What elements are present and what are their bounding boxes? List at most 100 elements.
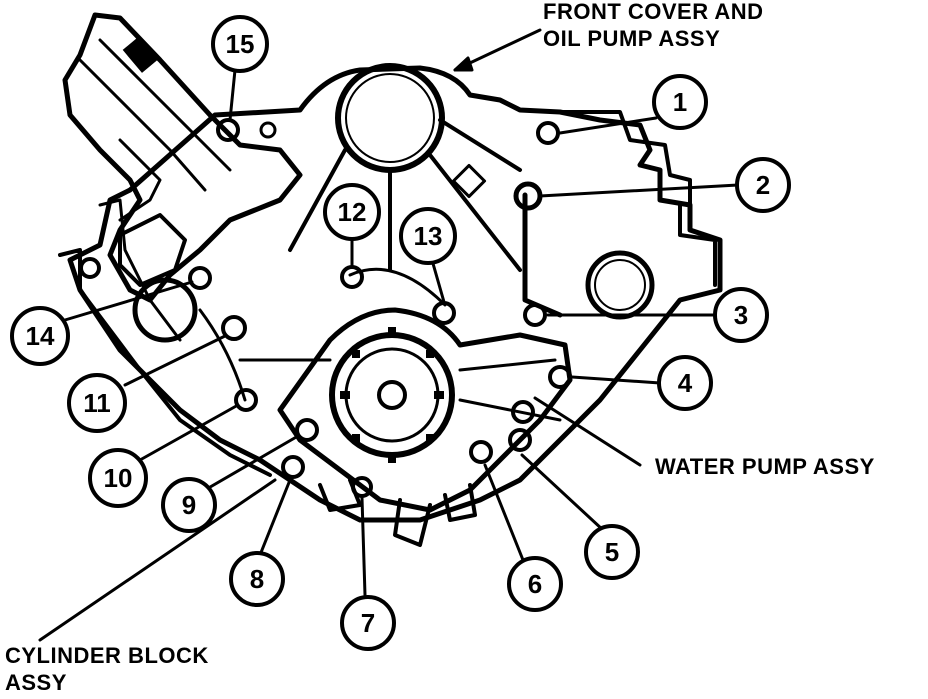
callout-6: 6 bbox=[507, 556, 563, 612]
block-left-inner-edge bbox=[98, 198, 182, 342]
leader-14 bbox=[63, 280, 194, 322]
callout-5: 5 bbox=[584, 524, 640, 580]
callout-markers: 1 2 3 4 5 6 7 8 bbox=[10, 15, 791, 651]
upper-bore bbox=[335, 63, 445, 173]
right-bore-inner bbox=[594, 259, 646, 311]
callout-10-number: 10 bbox=[104, 463, 133, 493]
block-left-edge bbox=[58, 248, 272, 477]
right-bore bbox=[585, 250, 655, 320]
left-bore bbox=[132, 277, 198, 343]
leader-8 bbox=[258, 478, 292, 557]
callout-2-number: 2 bbox=[756, 170, 770, 200]
pump-hub-mid bbox=[344, 347, 440, 443]
callout-3-number: 3 bbox=[734, 300, 748, 330]
callout-10: 10 bbox=[88, 448, 148, 508]
bolt-boss-7 bbox=[351, 476, 373, 498]
diamond-detail bbox=[451, 163, 487, 199]
callout-15-number: 15 bbox=[226, 29, 255, 59]
upper-bore-inner bbox=[345, 73, 435, 163]
rib-top-right bbox=[438, 118, 522, 172]
callout-13: 13 bbox=[399, 207, 457, 265]
sensor-cap bbox=[122, 37, 158, 73]
callout-11-number: 11 bbox=[83, 388, 111, 418]
sensor-housing-detail-2 bbox=[98, 38, 232, 172]
leader-11 bbox=[123, 334, 227, 387]
callout-12-number: 12 bbox=[338, 197, 367, 227]
bolt-boss-12 bbox=[340, 265, 364, 289]
front-cover-outline bbox=[67, 65, 723, 523]
bolt-boss-6 bbox=[469, 440, 493, 464]
leader-7 bbox=[360, 496, 367, 597]
callout-4: 4 bbox=[657, 355, 713, 411]
callout-8-number: 8 bbox=[250, 564, 264, 594]
leader-10 bbox=[138, 403, 240, 462]
small-plug bbox=[79, 257, 101, 279]
bolt-boss-11 bbox=[221, 315, 247, 341]
callout-13-number: 13 bbox=[414, 221, 443, 251]
bolt-boss-14 bbox=[188, 266, 212, 290]
block-right-profile bbox=[558, 110, 692, 207]
leader-5 bbox=[520, 453, 605, 532]
upper-pump-arc bbox=[348, 267, 447, 307]
bolt-bosses bbox=[188, 118, 572, 498]
pump-hub-center bbox=[377, 380, 407, 410]
text-labels: FRONT COVER AND OIL PUMP ASSY WATER PUMP… bbox=[5, 0, 875, 695]
leader-4 bbox=[570, 375, 662, 385]
front-cover-label-line1: FRONT COVER AND bbox=[543, 0, 764, 24]
callout-3: 3 bbox=[713, 287, 769, 343]
callout-12: 12 bbox=[323, 183, 381, 241]
callout-14-number: 14 bbox=[26, 321, 55, 351]
front-cover-label-line2: OIL PUMP ASSY bbox=[543, 26, 720, 51]
bolt-boss-1 bbox=[536, 121, 560, 145]
sensor-bracket bbox=[118, 213, 187, 287]
water-pump-housing bbox=[277, 307, 573, 513]
callout-1-number: 1 bbox=[673, 87, 687, 117]
leader-lines bbox=[38, 28, 740, 642]
callout-9: 9 bbox=[161, 477, 217, 533]
bolt-boss-4 bbox=[548, 365, 572, 389]
bolt-boss-9 bbox=[295, 418, 319, 442]
block-right-step bbox=[678, 203, 717, 287]
bolt-boss-10 bbox=[234, 388, 258, 412]
leader-2 bbox=[538, 183, 740, 198]
bolt-boss-extra-2 bbox=[259, 121, 277, 139]
inner-line-4 bbox=[458, 398, 562, 422]
pump-outlet-2 bbox=[443, 483, 477, 522]
leader-13 bbox=[430, 258, 446, 304]
bolt-boss-extra bbox=[511, 400, 535, 424]
bolt-boss-5 bbox=[508, 428, 532, 452]
bolt-boss-15 bbox=[216, 118, 240, 142]
sensor-housing bbox=[62, 12, 303, 303]
sensor-housing-detail-1 bbox=[78, 58, 207, 192]
callout-6-number: 6 bbox=[528, 569, 542, 599]
rib-right bbox=[428, 153, 522, 272]
leader-front-cover-arrow bbox=[453, 56, 474, 72]
callout-9-number: 9 bbox=[182, 490, 196, 520]
leader-9 bbox=[203, 434, 300, 492]
bolt-boss-8 bbox=[281, 455, 305, 479]
callout-7: 7 bbox=[340, 595, 396, 651]
cylinder-block-label-line2: ASSY bbox=[5, 670, 67, 694]
water-pump-label: WATER PUMP ASSY bbox=[655, 454, 875, 479]
engine-drawing bbox=[58, 12, 723, 547]
callout-2: 2 bbox=[735, 157, 791, 213]
leader-water-pump bbox=[533, 396, 642, 467]
bolt-boss-3 bbox=[523, 303, 547, 327]
bolt-boss-2 bbox=[513, 181, 543, 211]
cylinder-block-label-line1: CYLINDER BLOCK bbox=[5, 643, 209, 668]
callout-7-number: 7 bbox=[361, 608, 375, 638]
inner-line-2 bbox=[458, 358, 557, 372]
right-rib bbox=[522, 192, 563, 318]
rib-left bbox=[288, 148, 347, 252]
leader-15 bbox=[228, 68, 237, 122]
callout-5-number: 5 bbox=[605, 537, 619, 567]
leader-cylinder-block bbox=[38, 478, 277, 642]
callout-8: 8 bbox=[229, 551, 285, 607]
sensor-housing-detail-3 bbox=[118, 138, 162, 222]
pump-hub-bolts bbox=[340, 327, 444, 463]
callout-4-number: 4 bbox=[678, 368, 693, 398]
leader-1 bbox=[558, 116, 658, 135]
pump-outlet-1 bbox=[393, 498, 432, 547]
